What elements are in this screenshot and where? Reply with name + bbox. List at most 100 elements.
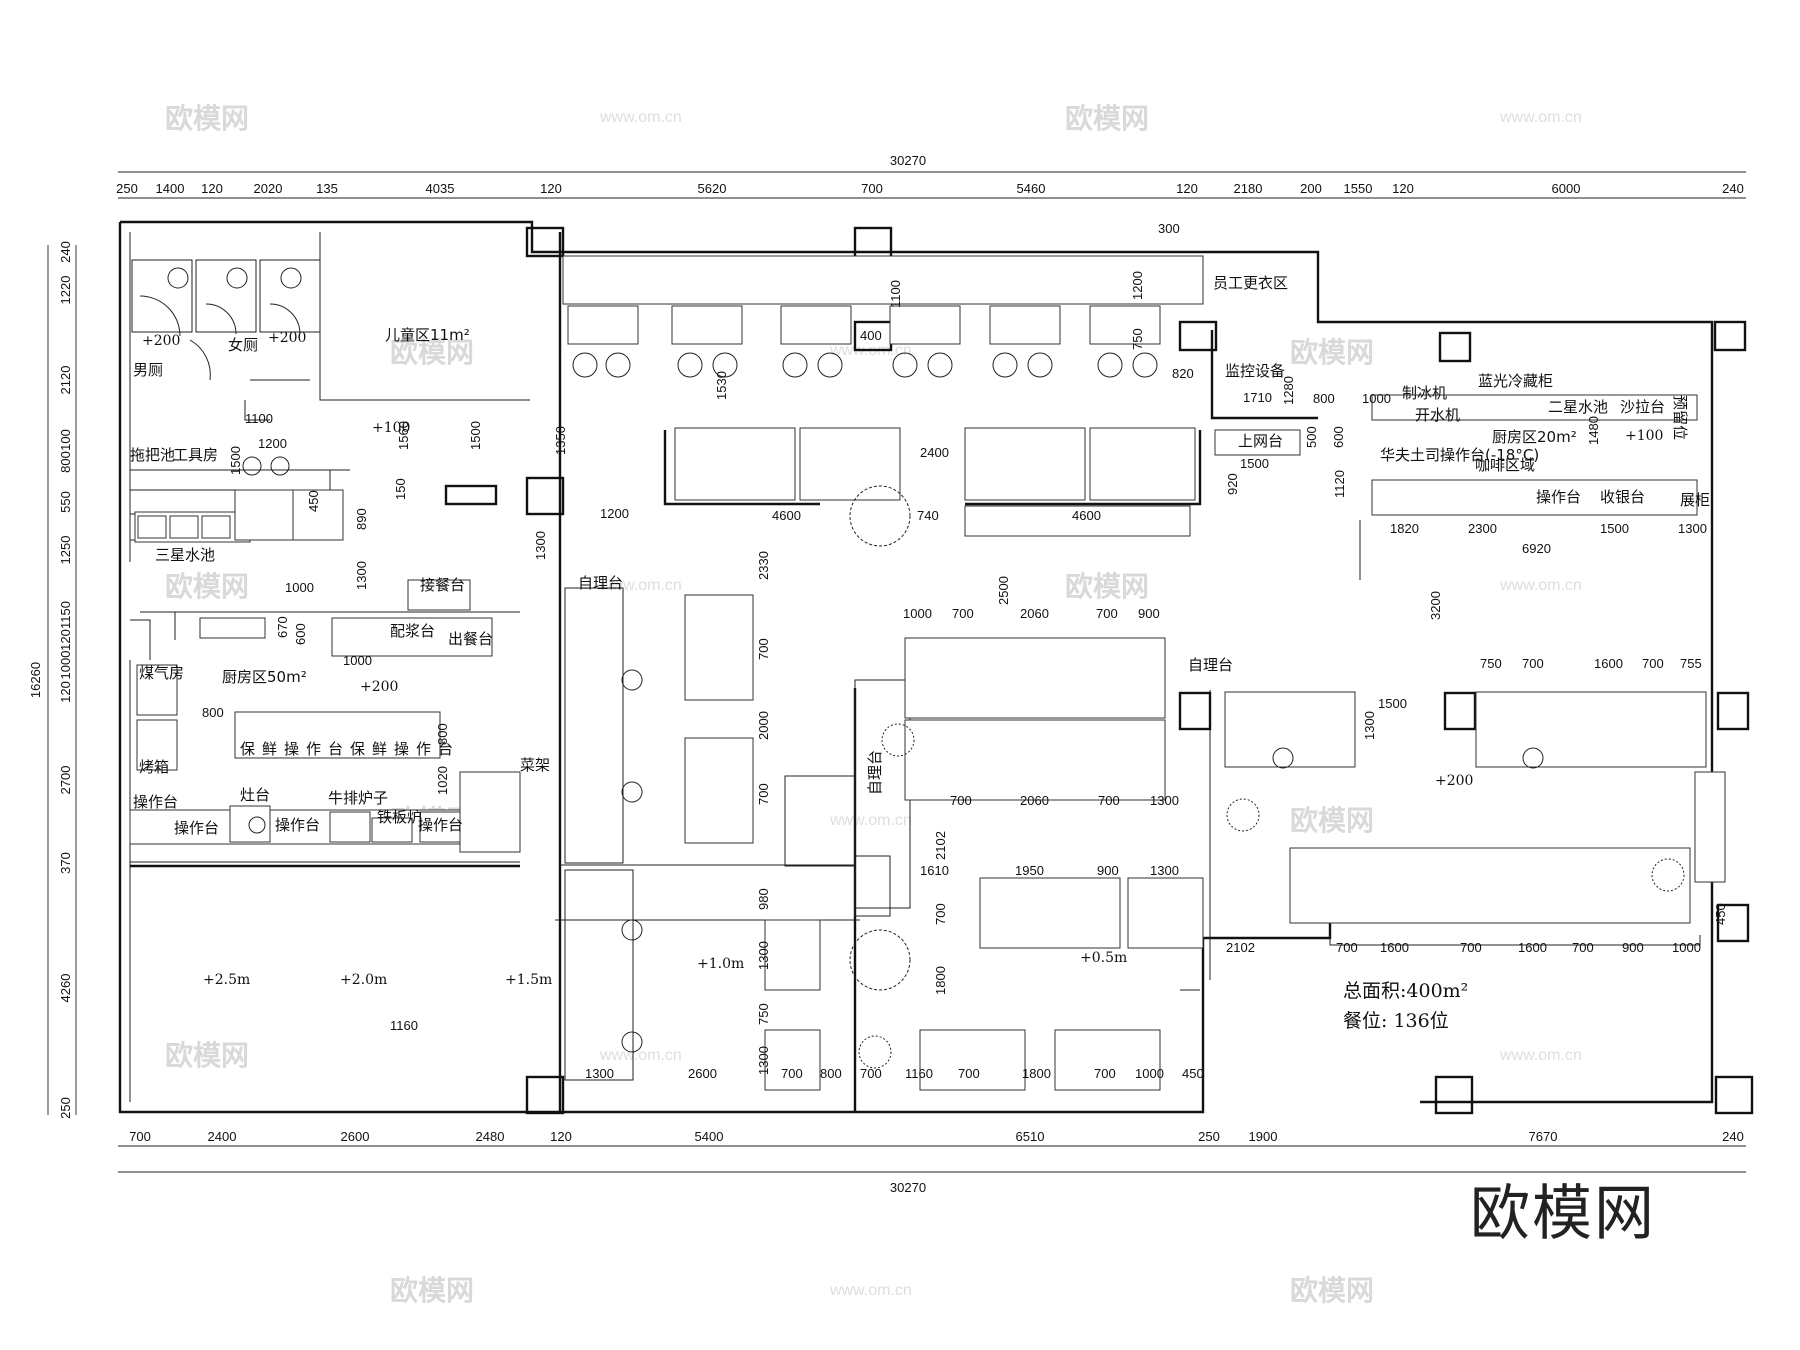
svg-text:1000: 1000 — [1672, 940, 1701, 955]
svg-text:2600: 2600 — [688, 1066, 717, 1081]
fresh-prep-counter: 保 鲜 操 作 台 保 鲜 操 作 台 — [240, 740, 453, 758]
svg-text:1020: 1020 — [435, 766, 450, 795]
svg-text:890: 890 — [354, 508, 369, 530]
svg-text:1600: 1600 — [1518, 940, 1547, 955]
svg-text:700: 700 — [1572, 940, 1594, 955]
svg-text:1300: 1300 — [1678, 521, 1707, 536]
svg-text:1160: 1160 — [905, 1066, 933, 1081]
overall-dim-bottom: 30270 — [890, 1180, 926, 1195]
room-staff: 员工更衣区 — [1213, 274, 1288, 292]
svg-text:100: 100 — [58, 429, 73, 451]
label-cashier: 收银台 — [1600, 488, 1645, 506]
svg-text:1480: 1480 — [1586, 416, 1601, 445]
svg-text:欧模网: 欧模网 — [1290, 804, 1374, 837]
svg-text:740: 740 — [917, 508, 939, 523]
label-salad: 沙拉台 — [1620, 398, 1665, 416]
svg-text:820: 820 — [1172, 366, 1194, 381]
svg-text:欧模网: 欧模网 — [165, 570, 249, 603]
svg-text:450: 450 — [1182, 1066, 1204, 1081]
svg-text:1950: 1950 — [1015, 863, 1044, 878]
svg-text:1300: 1300 — [1150, 863, 1179, 878]
svg-text:1600: 1600 — [1380, 940, 1409, 955]
svg-text:300: 300 — [1158, 221, 1180, 236]
dining-furniture — [562, 255, 1726, 1091]
label-sauce: 配浆台 — [390, 622, 435, 640]
toilet-stalls — [131, 259, 321, 381]
svg-text:5400: 5400 — [695, 1129, 724, 1144]
svg-text:4260: 4260 — [58, 974, 73, 1003]
svg-text:2060: 2060 — [1020, 606, 1049, 621]
svg-text:+200: +200 — [1435, 773, 1473, 789]
svg-text:1800: 1800 — [933, 966, 948, 995]
svg-text:750: 750 — [756, 1003, 771, 1025]
svg-text:1150: 1150 — [58, 601, 73, 629]
svg-text:鲜: 鲜 — [262, 740, 277, 758]
svg-text:1220: 1220 — [58, 276, 73, 305]
svg-text:1200: 1200 — [258, 436, 287, 451]
svg-text:5620: 5620 — [698, 181, 727, 196]
top-dims: 250 1400 120 2020 135 4035 120 5620 700 … — [116, 181, 1744, 196]
label-display: 展柜 — [1680, 491, 1710, 509]
svg-text:240: 240 — [58, 241, 73, 263]
svg-text:6920: 6920 — [1522, 541, 1551, 556]
svg-text:800: 800 — [820, 1066, 842, 1081]
room-kitchen50: 厨房区50m² — [222, 668, 307, 686]
svg-text:+200: +200 — [360, 679, 398, 695]
svg-text:www.om.cn: www.om.cn — [829, 1282, 912, 1299]
svg-text:120: 120 — [1392, 181, 1414, 196]
svg-text:1300: 1300 — [1362, 711, 1377, 740]
svg-text:www.om.cn: www.om.cn — [599, 1047, 682, 1064]
svg-text:755: 755 — [1680, 656, 1702, 671]
svg-text:2020: 2020 — [254, 181, 283, 196]
svg-text:900: 900 — [1138, 606, 1160, 621]
svg-text:700: 700 — [1098, 793, 1120, 808]
svg-text:1000: 1000 — [1362, 391, 1391, 406]
svg-text:1800: 1800 — [1022, 1066, 1051, 1081]
svg-text:250: 250 — [116, 181, 138, 196]
svg-text:1500: 1500 — [468, 421, 483, 450]
svg-text:1280: 1280 — [1281, 376, 1296, 405]
label-selfserve-1: 自理台 — [578, 574, 623, 592]
svg-text:1500: 1500 — [1240, 456, 1269, 471]
svg-text:2500: 2500 — [996, 576, 1011, 605]
svg-text:600: 600 — [293, 623, 308, 645]
svg-text:6510: 6510 — [1016, 1129, 1045, 1144]
svg-text:+100: +100 — [372, 420, 410, 436]
room-oven: 烤箱 — [139, 758, 169, 776]
svg-text:450: 450 — [306, 490, 321, 512]
svg-text:700: 700 — [860, 1066, 882, 1081]
svg-text:700: 700 — [756, 638, 771, 660]
svg-text:700: 700 — [1094, 1066, 1116, 1081]
svg-text:1000: 1000 — [343, 653, 372, 668]
svg-text:欧模网: 欧模网 — [1065, 570, 1149, 603]
svg-text:800: 800 — [202, 705, 224, 720]
svg-text:450: 450 — [1713, 903, 1728, 925]
svg-text:保: 保 — [350, 740, 365, 758]
svg-text:2330: 2330 — [756, 551, 771, 580]
svg-text:900: 900 — [1622, 940, 1644, 955]
svg-text:800: 800 — [435, 723, 450, 745]
svg-text:120: 120 — [540, 181, 562, 196]
svg-text:700: 700 — [958, 1066, 980, 1081]
svg-text:750: 750 — [1130, 328, 1145, 350]
bottom-dims: 700 2400 2600 2480 120 5400 6510 250 190… — [129, 1129, 1744, 1144]
svg-text:7670: 7670 — [1529, 1129, 1558, 1144]
svg-text:1550: 1550 — [1344, 181, 1373, 196]
label-op-4: 操作台 — [418, 816, 463, 834]
label-op-1: 操作台 — [133, 793, 178, 811]
svg-text:2102: 2102 — [1226, 940, 1255, 955]
svg-text:1300: 1300 — [756, 1046, 771, 1075]
room-labels: 男厕 女厕 儿童区11m² 拖把池 工具房 三星水池 煤气房 烤箱 厨房区50m… — [130, 274, 1710, 837]
overall-dim-left: 16260 — [28, 662, 43, 698]
svg-text:2120: 2120 — [58, 366, 73, 395]
label-op: 操作台 — [1536, 488, 1581, 506]
svg-text:600: 600 — [1331, 426, 1346, 448]
svg-text:1100: 1100 — [245, 411, 273, 426]
columns — [444, 226, 1754, 1115]
label-network: 上网台 — [1238, 432, 1283, 450]
svg-text:3200: 3200 — [1428, 591, 1443, 620]
svg-text:2060: 2060 — [1020, 793, 1049, 808]
svg-text:2000: 2000 — [756, 711, 771, 740]
label-stove: 灶台 — [240, 786, 270, 804]
brand-logo: 欧模网 — [1470, 1179, 1656, 1249]
